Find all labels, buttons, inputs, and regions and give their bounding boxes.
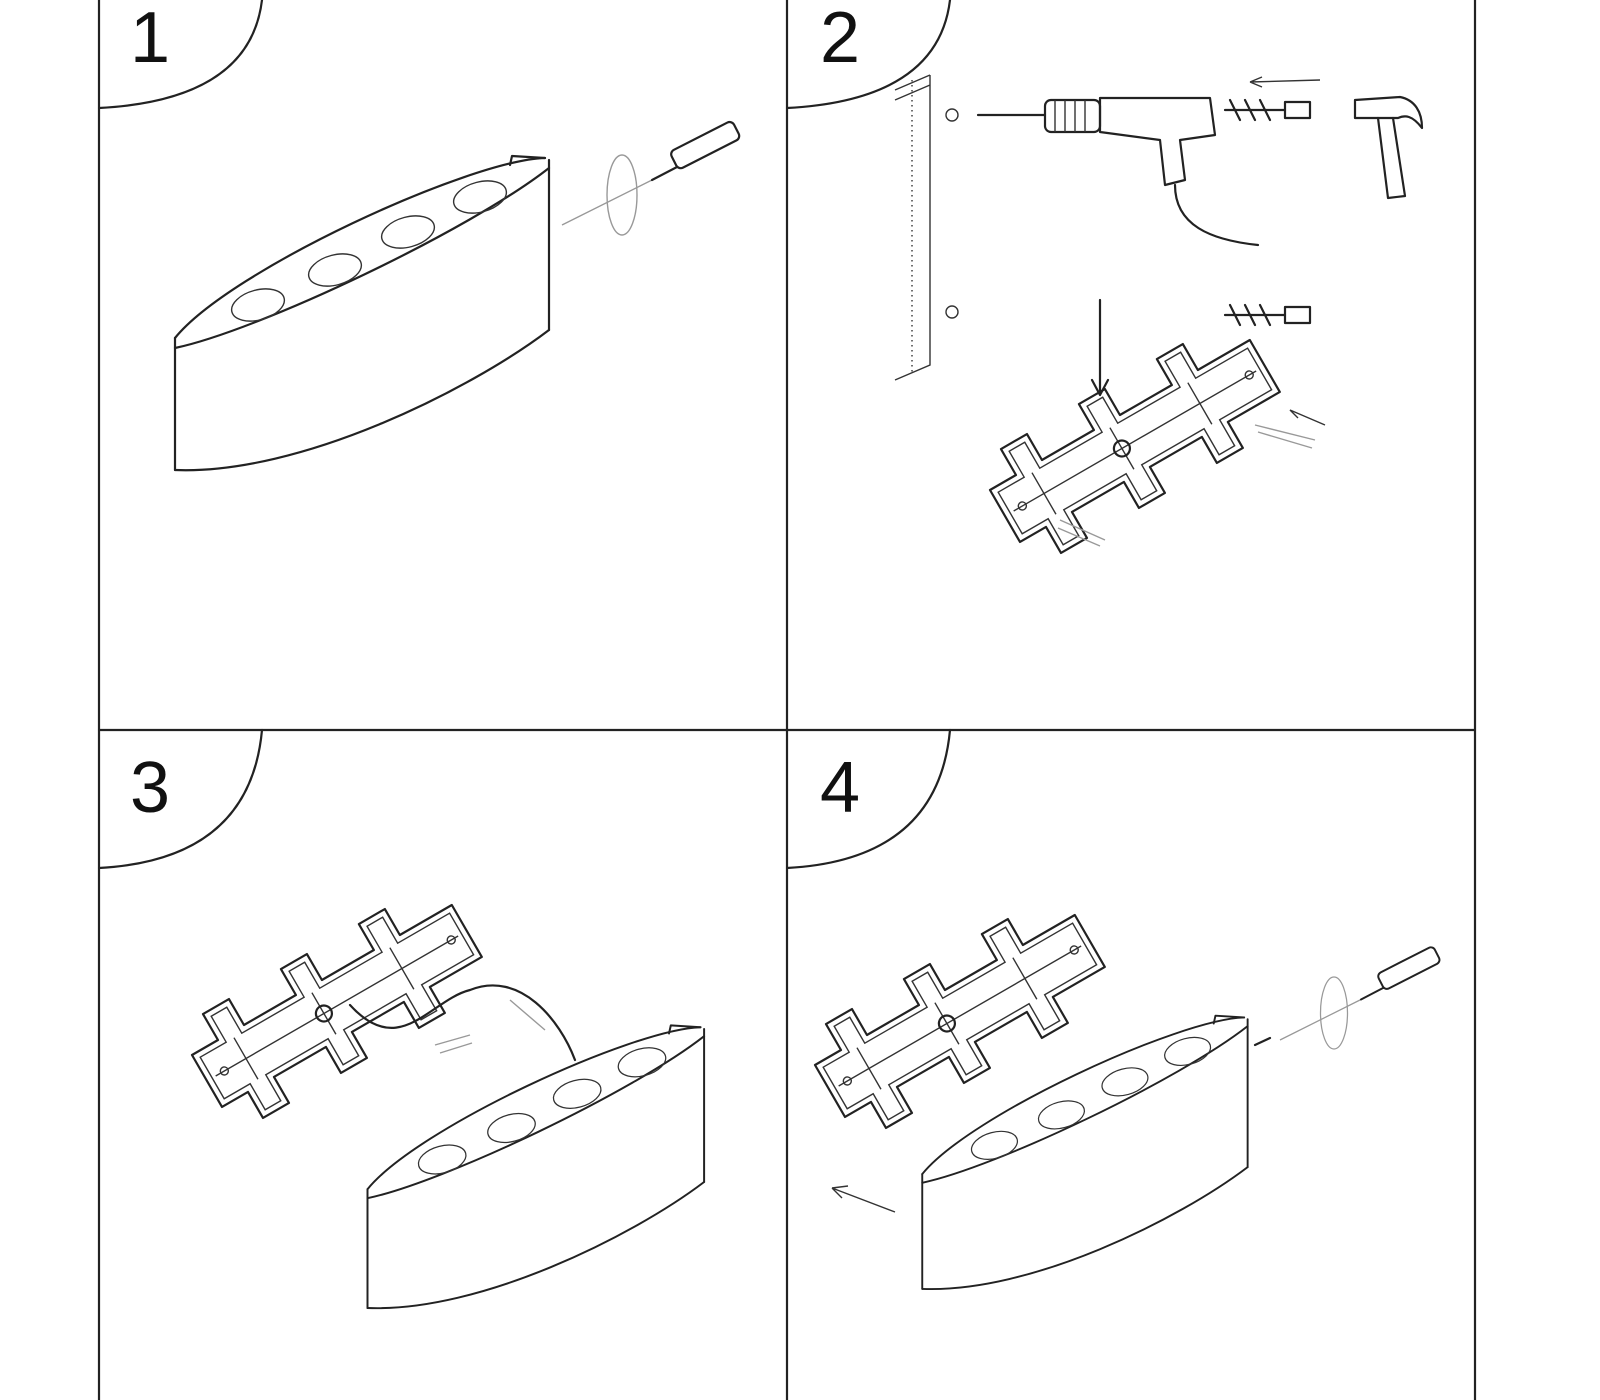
- arrow-icon: [1289, 409, 1326, 426]
- step-badge-arc: [785, 0, 952, 110]
- lamp-body: [366, 1024, 706, 1310]
- mounting-bracket: [175, 877, 498, 1135]
- lamp-body: [921, 1014, 1249, 1291]
- screwdriver-icon: [560, 119, 743, 237]
- step-number: 3: [130, 748, 170, 828]
- step-3-panel: 3: [97, 728, 706, 1310]
- step-number: 1: [130, 0, 170, 78]
- arrow-icon: [831, 1185, 896, 1213]
- mounting-bracket: [973, 312, 1296, 570]
- screw-icon: [1253, 1036, 1272, 1047]
- screwdriver-icon: [1279, 944, 1443, 1050]
- panel-grid: [97, 0, 1477, 1400]
- hammer-icon: [1353, 95, 1424, 200]
- step-1-panel: 1: [97, 0, 743, 472]
- drill-hole: [945, 108, 959, 122]
- arrow-down-icon: [1090, 298, 1110, 397]
- wall-anchor-icon: [1223, 76, 1321, 327]
- step-badge-arc: [97, 0, 264, 110]
- step-2-panel: 2: [785, 0, 1424, 570]
- step-number: 4: [820, 748, 860, 828]
- connector-icon: [434, 999, 546, 1054]
- step-badge-arc: [785, 728, 952, 870]
- wire: [348, 984, 577, 1062]
- step-4-panel: 4: [785, 728, 1443, 1291]
- drill-icon: [976, 96, 1260, 247]
- step-badge-arc: [97, 728, 264, 870]
- mounting-bracket: [798, 887, 1121, 1145]
- lamp-body: [173, 154, 551, 472]
- step-number: 2: [820, 0, 860, 78]
- screw-icon: [1057, 424, 1316, 547]
- drill-hole: [945, 305, 959, 319]
- wall-icon: [894, 74, 931, 381]
